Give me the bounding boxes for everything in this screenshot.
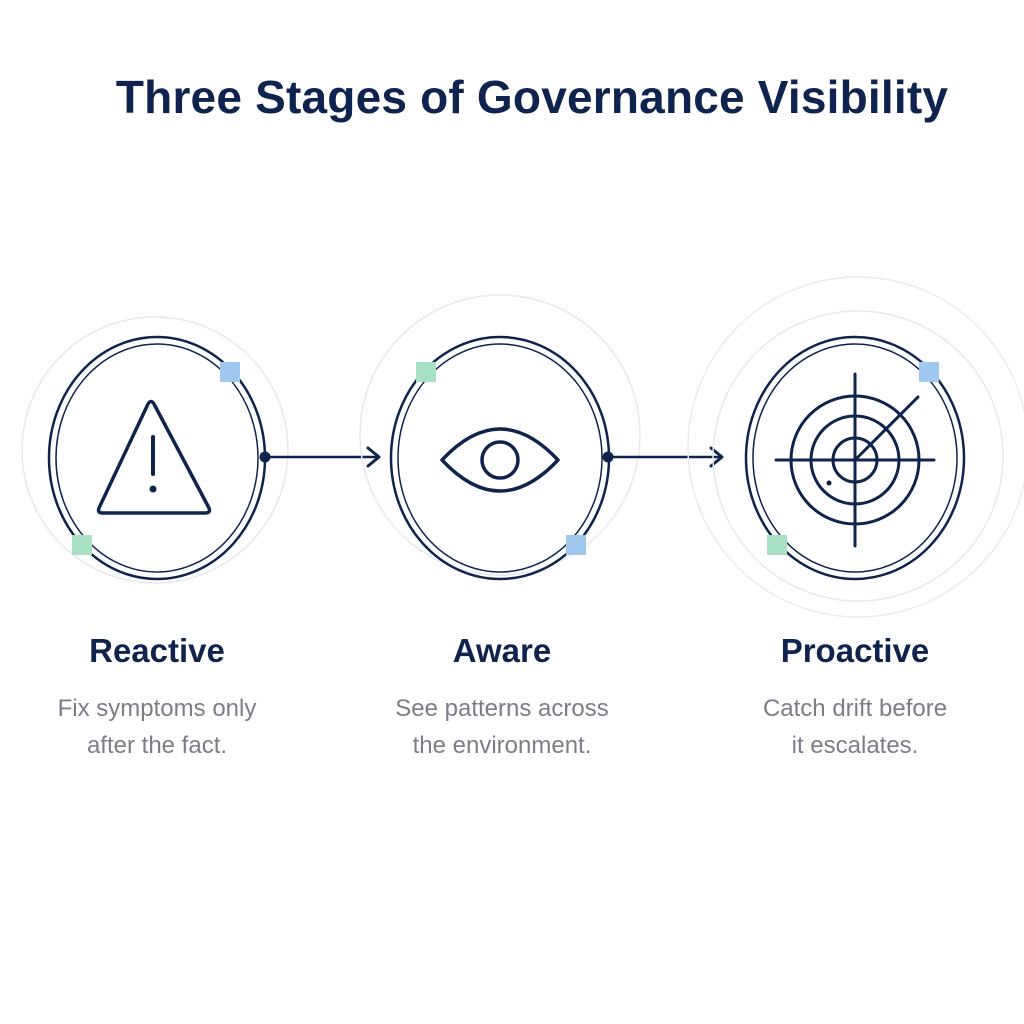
connector-arrow-2 [602,446,724,468]
aware-faint-ring [359,294,641,576]
eye-icon [440,427,560,493]
accent-square-blue [566,535,586,555]
accent-square-blue [220,362,240,382]
proactive-faint-ring-outer [687,276,1024,618]
radar-target-icon [774,372,936,548]
reactive-inner-ring [55,343,259,573]
stage-aware-label: Aware [452,632,552,669]
description-line: Fix symptoms only [57,695,257,722]
description-line: Catch drift before [762,695,948,722]
description-line: See patterns across [395,695,609,722]
proactive-outer-ring [744,335,966,581]
proactive-inner-ring [752,343,958,573]
stage-proactive-label: Proactive [780,632,930,669]
accent-square-green [72,535,92,555]
page-title: Three Stages of Governance Visibility [115,71,949,123]
connector-arrow-1 [259,446,381,468]
description-line: the environment. [412,732,592,759]
accent-square-green [416,362,436,382]
stage-aware-circle [359,294,641,581]
stage-reactive-description: Fix symptoms only after the fact. [7,690,307,764]
stage-proactive-description: Catch drift before it escalates. [705,690,1005,764]
warning-triangle-icon [96,399,212,515]
description-line: it escalates. [791,732,919,759]
stage-proactive-circle [687,276,1024,618]
proactive-faint-ring-inner [712,310,1004,602]
stage-reactive-circle [21,316,289,584]
description-line: after the fact. [86,732,228,759]
aware-inner-ring [397,343,603,573]
stage-reactive-label: Reactive [89,632,225,669]
accent-square-green [767,535,787,555]
stage-aware-description: See patterns across the environment. [352,690,652,764]
reactive-faint-ring [21,316,289,584]
accent-square-blue [919,362,939,382]
